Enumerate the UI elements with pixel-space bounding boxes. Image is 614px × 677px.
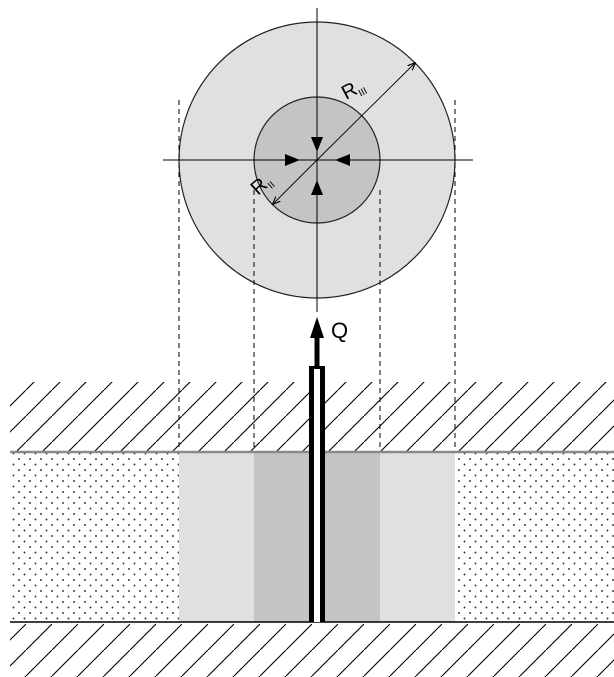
radial-flow-arrows <box>285 137 350 195</box>
well-casing <box>309 366 325 622</box>
aquifer-sand-left <box>10 452 179 622</box>
inner-radius-subscript: II <box>266 180 277 192</box>
inner-radius-line <box>273 159 318 204</box>
outer-radius-line <box>316 63 415 161</box>
cross-section-view <box>10 366 614 677</box>
flow-arrow-icon <box>310 317 324 338</box>
flow-rate-label: Q <box>331 318 348 343</box>
flow-rate-indicator: Q <box>310 317 348 366</box>
arrow-from-left-icon <box>285 154 300 166</box>
arrow-from-top-icon <box>311 137 323 152</box>
lower-confining-layer <box>10 624 614 677</box>
arrow-from-bottom-icon <box>311 180 323 195</box>
plan-view: RIII RII <box>163 8 473 312</box>
aquifer-sand-right <box>455 452 614 622</box>
arrow-from-right-icon <box>335 154 350 166</box>
